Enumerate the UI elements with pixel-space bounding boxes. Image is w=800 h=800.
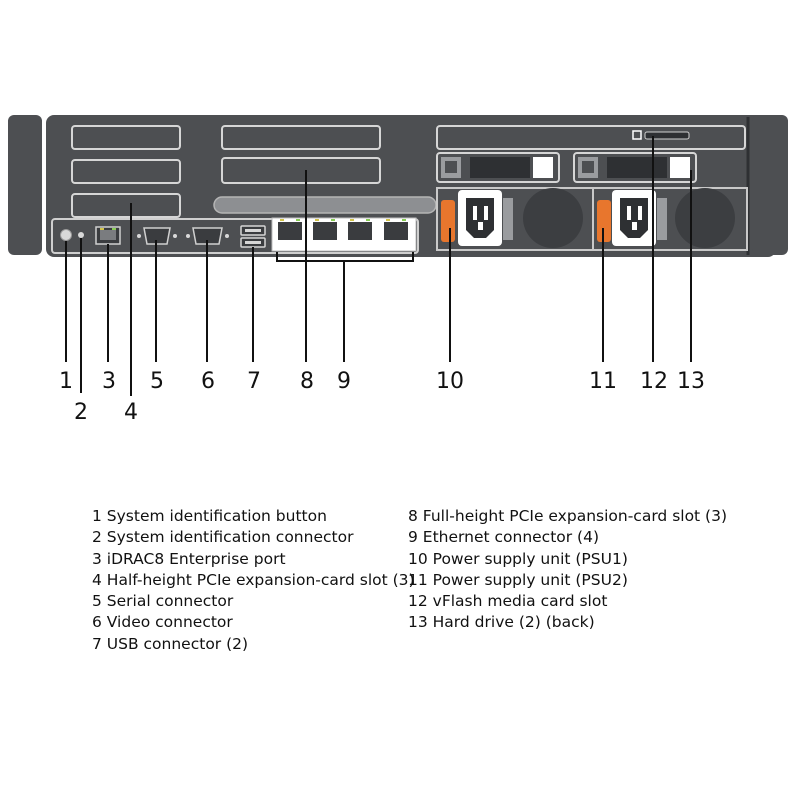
legend-item: 1 System identification button: [92, 507, 327, 525]
callout-3: 3: [102, 369, 116, 394]
ethernet-ports: [278, 222, 408, 240]
callout-9: 9: [337, 369, 351, 394]
vflash-card-slot: [632, 130, 690, 140]
legend-item: 8 Full-height PCIe expansion-card slot (…: [408, 507, 728, 525]
psu-2: [592, 187, 748, 251]
callout-5: 5: [150, 369, 164, 394]
callout-2: 2: [74, 400, 88, 425]
legend-item: 10 Power supply unit (PSU1): [408, 549, 628, 568]
legend-item: 5 Serial connector: [92, 592, 234, 611]
legend-item: 12 vFlash media card slot: [408, 592, 608, 611]
callout-1: 1: [59, 369, 73, 394]
pcie-bar: [213, 196, 437, 214]
serial-connector: [143, 227, 171, 245]
io-panel: [51, 217, 419, 254]
callout-6: 6: [201, 369, 215, 394]
callout-numbers: 1 2 3 4 5 6 7 8 9 10 11 12 13: [59, 369, 705, 425]
callout-8: 8: [300, 369, 314, 394]
legend-item: 6 Video connector: [92, 613, 233, 632]
legend-item: 13 Hard drive (2) (back): [408, 613, 595, 632]
callout-13: 13: [677, 369, 705, 394]
system-id-button: [60, 229, 72, 241]
video-connector: [192, 227, 223, 245]
half-height-pcie-slots: [71, 125, 181, 218]
legend-item: 2 System identification connector: [92, 528, 354, 547]
callout-11: 11: [589, 369, 617, 394]
legend-item: 9 Ethernet connector (4): [408, 528, 600, 547]
callout-10: 10: [436, 369, 464, 394]
legend-left-column: 1 System identification button 2 System …: [92, 506, 415, 655]
callout-12: 12: [640, 369, 668, 394]
system-id-connector: [78, 232, 84, 238]
legend-item: 11 Power supply unit (PSU2): [408, 570, 628, 589]
legend-item: 7 USB connector (2): [92, 634, 249, 653]
legend-item: 4 Half-height PCIe expansion-card slot (…: [92, 570, 415, 589]
callout-7: 7: [247, 369, 261, 394]
callout-4: 4: [124, 400, 138, 425]
legend-item: 3 iDRAC8 Enterprise port: [92, 549, 286, 568]
callout-leader-lines: [65, 136, 692, 396]
psu-1: [436, 187, 594, 251]
legend-right-column: 8 Full-height PCIe expansion-card slot (…: [408, 506, 727, 634]
